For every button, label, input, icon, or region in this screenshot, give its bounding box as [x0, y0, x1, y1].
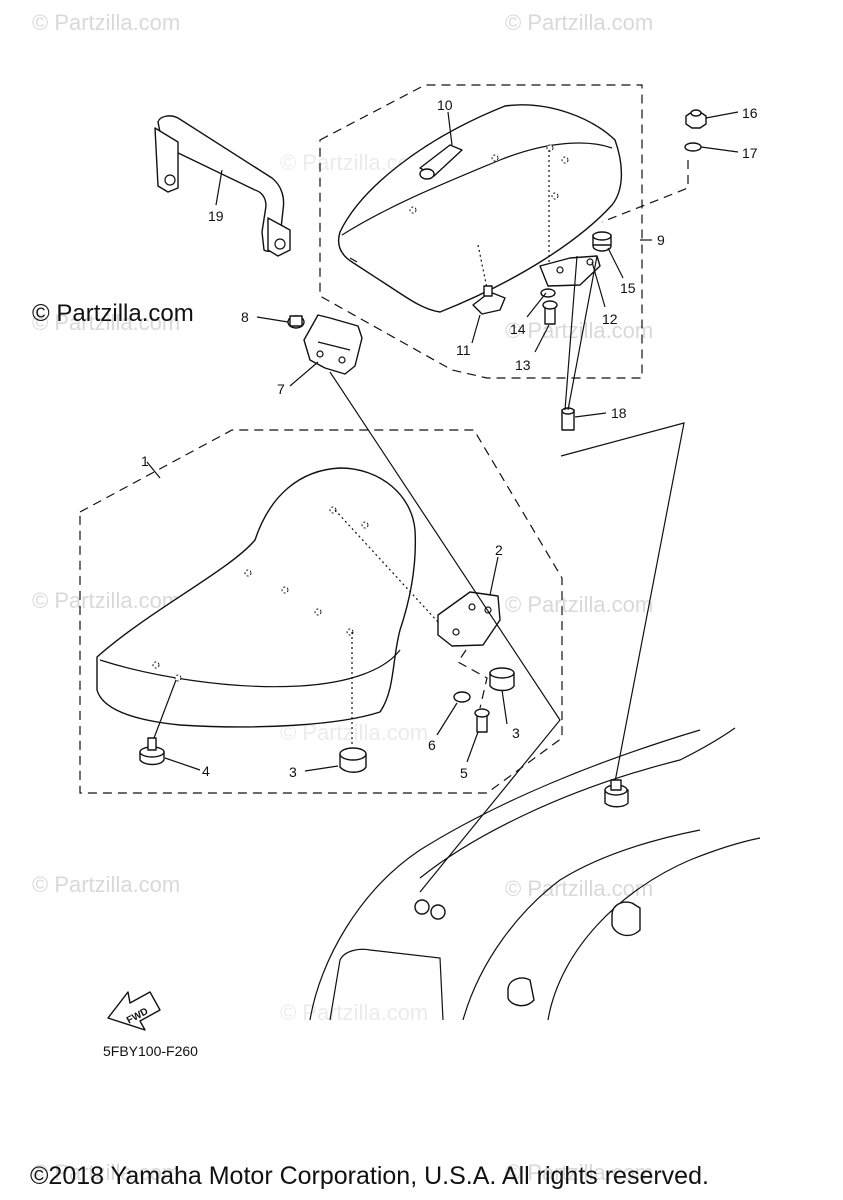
- seat-bracket: [539, 255, 601, 287]
- watermark: © Partzilla.com: [505, 592, 654, 617]
- callout-13: 13: [515, 357, 531, 373]
- washer: [684, 142, 702, 152]
- watermark: © Partzilla.com: [32, 1160, 181, 1185]
- collar: [561, 407, 575, 431]
- callout-5: 5: [460, 765, 468, 781]
- callout-3: 3: [289, 764, 297, 780]
- callout-16: 16: [742, 105, 758, 121]
- watermark: © Partzilla.com: [32, 310, 181, 335]
- rubber-damper: [339, 747, 367, 773]
- callout-11: 11: [456, 342, 471, 358]
- rider-seat-group-outline: [79, 429, 563, 794]
- pillion-pad: [337, 104, 623, 313]
- weld-nut: [472, 285, 506, 315]
- partzilla-brand: © Partzilla.com: [32, 300, 194, 327]
- callout-9: 9: [657, 232, 665, 248]
- hinge-bracket: [303, 314, 363, 375]
- cap-nut: [685, 109, 707, 129]
- seat-mount-bracket: [437, 591, 501, 647]
- grommet: [592, 231, 612, 252]
- watermark: © Partzilla.com: [505, 1160, 654, 1185]
- callout-2: 2: [495, 542, 503, 558]
- callout-7: 7: [277, 381, 285, 397]
- watermark: © Partzilla.com: [280, 1000, 429, 1025]
- callout-18: 18: [611, 405, 627, 421]
- diagram-code: 5FBY100-F260: [103, 1043, 198, 1059]
- rubber-damper: [489, 667, 515, 692]
- rear-fender: [309, 727, 761, 1021]
- callout-1: 1: [141, 453, 149, 469]
- bolt: [474, 708, 490, 733]
- callout-10: 10: [437, 97, 453, 113]
- callout-12: 12: [602, 311, 618, 327]
- callout-19: 19: [208, 208, 224, 224]
- callout-4: 4: [202, 763, 210, 779]
- watermark: © Partzilla.com: [505, 10, 654, 35]
- seat-stopper: [139, 737, 165, 766]
- bolt: [542, 300, 558, 325]
- grab-bar: [154, 115, 291, 257]
- callout-15: 15: [620, 280, 636, 296]
- flange-bolt: [287, 315, 305, 329]
- washer: [453, 691, 471, 703]
- watermark: © Partzilla.com: [32, 872, 181, 897]
- copyright-notice: ©2018 Yamaha Motor Corporation, U.S.A. A…: [30, 1162, 709, 1190]
- callout-8: 8: [241, 309, 249, 325]
- watermark: © Partzilla.com: [505, 318, 654, 343]
- fwd-arrow: FWD: [107, 991, 161, 1031]
- callout-14: 14: [510, 321, 526, 337]
- watermark: © Partzilla.com: [32, 10, 181, 35]
- watermark: © Partzilla.com: [32, 588, 181, 613]
- rider-seat: [96, 467, 417, 728]
- callout-17: 17: [742, 145, 758, 161]
- callout-3: 3: [512, 725, 520, 741]
- passenger-seat-group-outline: [319, 84, 643, 379]
- callout-6: 6: [428, 737, 436, 753]
